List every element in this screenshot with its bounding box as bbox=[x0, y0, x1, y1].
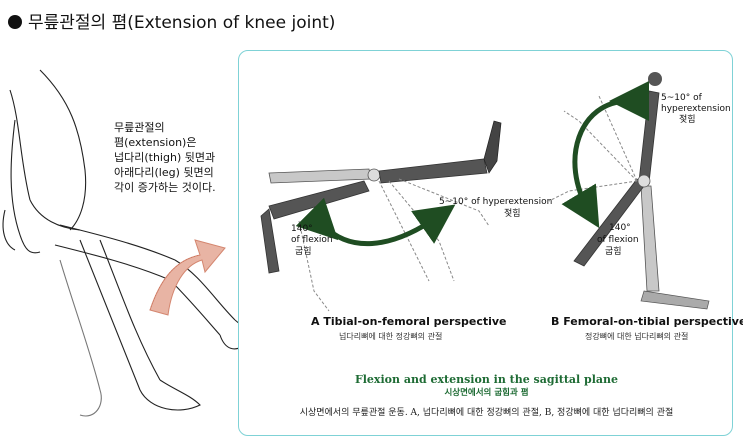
femoral-on-tibial-diagram bbox=[548, 72, 710, 310]
extension-description: 무릎관절의 폄(extension)은 넙다리(thigh) 뒷면과 아래다리(… bbox=[114, 120, 244, 195]
a-hyperextension-label: 5~10° of hyperextension bbox=[439, 197, 553, 207]
description-line: 각이 증가하는 것이다. bbox=[114, 181, 216, 194]
description-line: 무릎관절의 bbox=[114, 121, 165, 134]
extension-arrow-icon bbox=[149, 239, 226, 316]
a-flexion-kr-label: 굽힘 bbox=[295, 247, 312, 257]
a-flexion-label: 140° bbox=[291, 224, 313, 234]
a-caption-kr: 넙다리뼈에 대한 정강뼈의 관절 bbox=[339, 332, 443, 341]
bullet-icon bbox=[8, 15, 22, 29]
a-flexion-label-2: of flexion bbox=[291, 235, 333, 245]
b-hyperextension-label: 5~10° of bbox=[661, 93, 702, 103]
b-flexion-label: 140° bbox=[609, 223, 631, 233]
b-flexion-kr-label: 굽힘 bbox=[605, 247, 622, 257]
b-hyperextension-kr-label: 젖힘 bbox=[679, 115, 696, 125]
b-caption-kr: 정강뼈에 대한 넙다리뼈의 관절 bbox=[585, 332, 689, 341]
b-flexion-label-2: of flexion bbox=[597, 235, 639, 245]
description-line: 폄(extension)은 bbox=[114, 136, 197, 149]
tibial-on-femoral-diagram bbox=[260, 120, 502, 312]
sagittal-plane-subtitle: 시상면에서의 굽힘과 폄 bbox=[444, 388, 529, 398]
a-hyperextension-kr-label: 젖힘 bbox=[504, 209, 521, 219]
sagittal-plane-panel: 5~10° of hyperextension 젖힘 140° of flexi… bbox=[238, 50, 743, 436]
b-caption: B Femoral-on-tibial perspective bbox=[551, 315, 743, 328]
a-caption: A Tibial-on-femoral perspective bbox=[311, 315, 507, 328]
description-line: 넙다리(thigh) 뒷면과 bbox=[114, 151, 216, 164]
knee-motion-diagram bbox=[260, 72, 710, 312]
figure-caption: 시상면에서의 무릎관절 운동. A, 넙다리뼈에 대한 정강뼈의 관절, B, … bbox=[299, 408, 674, 418]
b-hyperextension-label-2: hyperextension bbox=[661, 104, 731, 114]
sagittal-plane-title: Flexion and extension in the sagittal pl… bbox=[354, 373, 619, 386]
description-line: 아래다리(leg) 뒷면의 bbox=[114, 166, 214, 179]
page-title: 무릎관절의 폄(Extension of knee joint) bbox=[8, 8, 335, 33]
leg-extension-illustration bbox=[2, 69, 249, 417]
